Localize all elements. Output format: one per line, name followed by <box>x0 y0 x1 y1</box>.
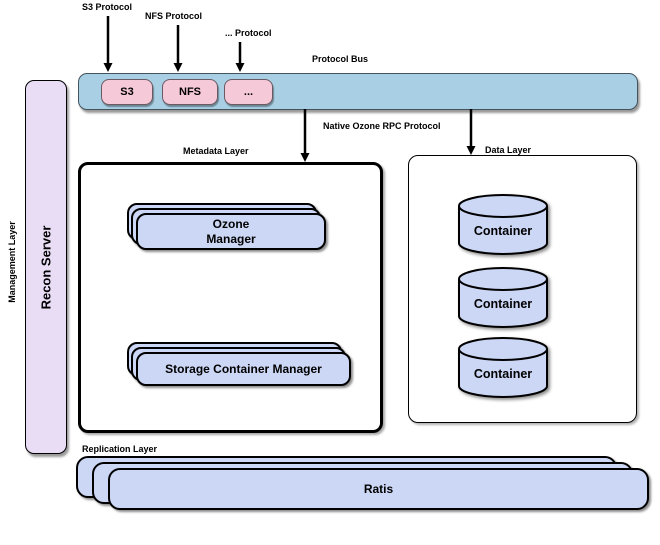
s3-chip: S3 <box>101 79 153 105</box>
replication-layer-label: Replication Layer <box>82 444 158 454</box>
protocol-bus: S3 NFS ... <box>78 73 638 110</box>
container-cylinder: Container <box>458 337 548 398</box>
storage-container-manager-box: Storage Container Manager <box>136 352 351 386</box>
management-layer-label: Management Layer <box>7 221 17 303</box>
ratis-stack: Ratis <box>76 456 651 512</box>
metadata-layer-label: Metadata Layer <box>183 146 249 156</box>
other-protocol-label: ... Protocol <box>225 28 272 38</box>
container-label: Container <box>474 297 532 311</box>
container-label: Container <box>474 367 532 381</box>
other-chip: ... <box>224 79 273 105</box>
storage-container-manager-stack: Storage Container Manager <box>127 342 352 387</box>
ozone-manager-stack: Ozone Manager <box>127 203 327 251</box>
data-layer-box <box>408 155 637 423</box>
s3-protocol-label: S3 Protocol <box>82 2 133 12</box>
ozone-manager-box: Ozone Manager <box>136 213 326 250</box>
container-cylinder: Container <box>458 267 548 328</box>
container-label: Container <box>474 224 532 238</box>
recon-server-box: Recon Server <box>25 80 67 454</box>
ratis-box: Ratis <box>108 468 649 510</box>
data-layer-label: Data Layer <box>485 145 532 155</box>
container-cylinder: Container <box>458 194 548 255</box>
protocol-bus-label: Protocol Bus <box>312 54 369 64</box>
metadata-layer-box <box>78 162 383 433</box>
nfs-chip: NFS <box>162 79 218 105</box>
rpc-protocol-label: Native Ozone RPC Protocol <box>323 121 441 131</box>
nfs-protocol-label: NFS Protocol <box>145 11 203 21</box>
recon-server-label: Recon Server <box>38 225 54 309</box>
